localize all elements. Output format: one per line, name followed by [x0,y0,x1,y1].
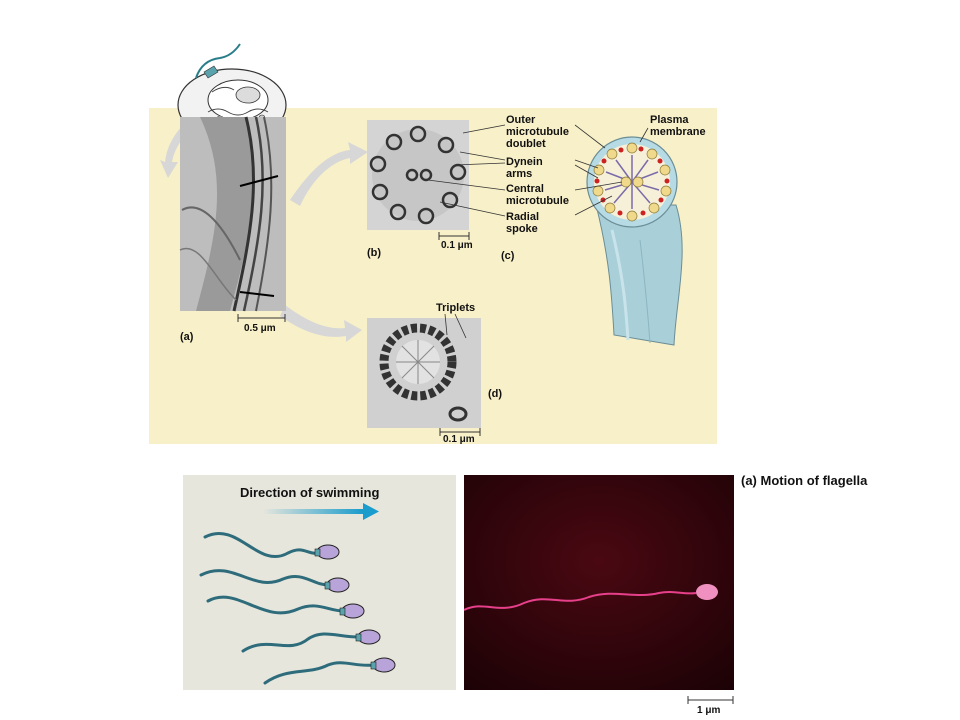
flagellum-illustration [586,136,683,346]
flagella-micrograph [464,475,734,690]
panel-label-d: (d) [488,388,503,400]
sperm-tail-4 [241,632,360,653]
micrograph-b [367,120,469,230]
scale-label-a: 0.5 μm [244,323,276,334]
flagellum-diagram [160,43,683,436]
arrow-to-d [280,305,362,342]
label-central-microtubule: Central microtubule [506,183,569,207]
sperm-illustration [199,503,396,685]
panel-label-a: (a) [180,331,194,343]
arrow-to-b [290,142,368,206]
sperm-head-fluor [696,584,718,600]
scale-label-b: 0.1 μm [441,240,473,251]
scale-label-d: 0.1 μm [443,434,475,445]
panel-label-b: (b) [367,247,382,259]
label-triplets: Triplets [436,302,476,314]
sperm-tail-2 [199,569,330,587]
label-plasma-membrane: Plasma membrane [650,114,706,138]
panel-label-c: (c) [501,250,515,262]
scale-bar-photo [687,696,734,704]
label-radial-spoke: Radial spoke [506,211,540,235]
sperm-tail-3 [206,595,345,615]
dynein-arms [594,146,670,216]
sperm-tail-5 [263,661,375,685]
label-outer-doublet: Outer microtubule doublet [506,114,569,150]
motion-title: (a) Motion of flagella [741,473,868,488]
micrograph-d [367,318,481,428]
direction-label: Direction of swimming [240,485,380,500]
sperm-tail-1 [203,531,320,559]
direction-arrow [263,503,379,520]
scale-label-photo: 1 μm [697,705,721,716]
micrograph-a [179,116,286,312]
label-dynein-arms: Dynein arms [506,156,543,180]
